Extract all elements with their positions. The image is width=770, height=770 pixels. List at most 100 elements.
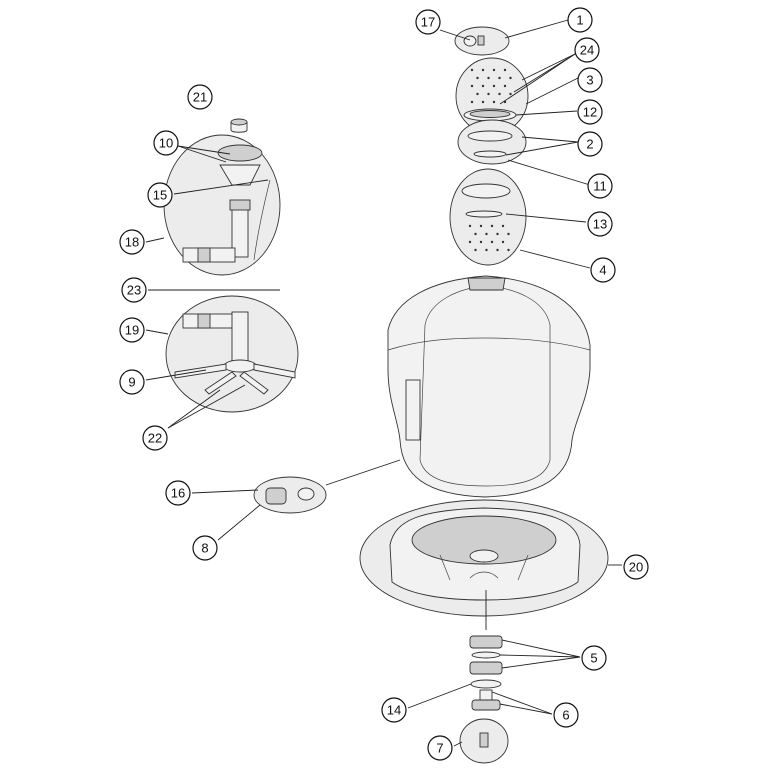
diffuser-hole (503, 68, 507, 72)
part-lower-lateral-assembly (165, 295, 299, 413)
callout-14: 14 (381, 697, 407, 723)
callout-10: 10 (153, 130, 179, 156)
diffuser-hole (503, 84, 507, 88)
svg-text:11: 11 (593, 179, 607, 194)
callout-8: 8 (192, 535, 218, 561)
part-union-8 (253, 476, 327, 514)
callout-labels: 17 1 24 3 12 2 11 13 4 20 5 6 14 7 21 10… (119, 7, 649, 761)
svg-text:1: 1 (576, 13, 583, 28)
callout-5: 5 (581, 645, 607, 671)
svg-text:14: 14 (387, 703, 401, 718)
diffuser-holes-top (470, 68, 512, 104)
part-ring-12 (463, 108, 517, 122)
diffuser-hole (485, 232, 488, 236)
callout-17: 17 (415, 9, 441, 35)
svg-text:5: 5 (590, 651, 597, 666)
part-upper-pipe-assembly (163, 134, 281, 276)
svg-text:4: 4 (599, 263, 606, 278)
diffuser-hole (474, 232, 477, 236)
callout-19: 19 (119, 317, 145, 343)
callout-6: 6 (553, 702, 579, 728)
diffuser-hole (485, 248, 488, 252)
callout-24: 24 (574, 37, 600, 63)
diffuser-hole (501, 240, 505, 244)
diffuser-hole (479, 224, 483, 228)
diffuser-hole (476, 76, 479, 80)
callout-2: 2 (577, 131, 603, 157)
callout-23: 23 (121, 277, 147, 303)
callout-9: 9 (119, 369, 145, 395)
svg-text:3: 3 (586, 73, 593, 88)
diffuser-hole (479, 240, 483, 244)
callout-1: 1 (567, 7, 593, 33)
leader-lines (145, 19, 622, 747)
svg-text:20: 20 (629, 560, 643, 575)
part-base-stand (359, 499, 609, 617)
diffuser-hole (470, 84, 474, 88)
callout-13: 13 (587, 211, 613, 237)
diffuser-hole (481, 84, 485, 88)
diffuser-hole (509, 76, 512, 80)
diffuser-hole (470, 68, 474, 72)
diffuser-hole (487, 76, 490, 80)
callout-18: 18 (119, 229, 145, 255)
diffuser-hole (470, 100, 474, 104)
diffuser-hole (468, 240, 472, 244)
svg-text:23: 23 (127, 283, 141, 298)
callout-12: 12 (577, 99, 603, 125)
callout-15: 15 (147, 182, 173, 208)
diffuser-hole (501, 224, 505, 228)
svg-text:10: 10 (159, 136, 173, 151)
diffuser-hole (507, 232, 510, 236)
part-drain-cap-7 (459, 718, 509, 764)
diffuser-hole (481, 68, 485, 72)
svg-text:21: 21 (193, 90, 207, 105)
diffuser-hole (496, 232, 499, 236)
svg-text:18: 18 (125, 235, 139, 250)
part-disc-2 (457, 119, 527, 165)
part-drain-plug-6 (471, 689, 501, 711)
svg-text:12: 12 (583, 105, 597, 120)
callout-20: 20 (623, 554, 649, 580)
callout-11: 11 (587, 173, 613, 199)
part-drain-nut-5 (469, 635, 503, 675)
callout-21: 21 (187, 84, 213, 110)
diffuser-hole (487, 92, 490, 96)
part-cap-21 (230, 118, 248, 133)
svg-text:7: 7 (436, 741, 443, 756)
svg-text:15: 15 (153, 188, 167, 203)
callout-22: 22 (142, 425, 168, 451)
callout-7: 7 (427, 735, 453, 761)
diffuser-hole (490, 240, 494, 244)
diffuser-hole (492, 84, 496, 88)
diffuser-holes-bottom (468, 224, 510, 252)
callout-16: 16 (165, 480, 191, 506)
diffuser-hole (474, 248, 477, 252)
callout-3: 3 (577, 67, 603, 93)
diffuser-hole (476, 92, 479, 96)
svg-text:2: 2 (586, 137, 593, 152)
svg-text:9: 9 (128, 375, 135, 390)
svg-text:17: 17 (421, 15, 435, 30)
svg-text:16: 16 (171, 486, 185, 501)
diffuser-hole (509, 92, 512, 96)
diffuser-hole (492, 68, 496, 72)
callout-4: 4 (590, 257, 616, 283)
svg-text:19: 19 (125, 323, 139, 338)
part-lower-diffuser (449, 168, 527, 266)
diffuser-hole (498, 92, 501, 96)
diffuser-hole (498, 76, 501, 80)
svg-text:13: 13 (593, 217, 607, 232)
part-valve-cover-assembly (454, 26, 510, 56)
diffuser-hole (490, 224, 494, 228)
diffuser-hole (507, 248, 510, 252)
diffuser-hole (481, 100, 485, 104)
svg-text:22: 22 (148, 431, 162, 446)
diffuser-hole (492, 100, 496, 104)
svg-text:6: 6 (562, 708, 569, 723)
diffuser-hole (468, 224, 472, 228)
svg-text:8: 8 (201, 541, 208, 556)
diffuser-hole (496, 248, 499, 252)
part-filter-tank (387, 275, 591, 498)
